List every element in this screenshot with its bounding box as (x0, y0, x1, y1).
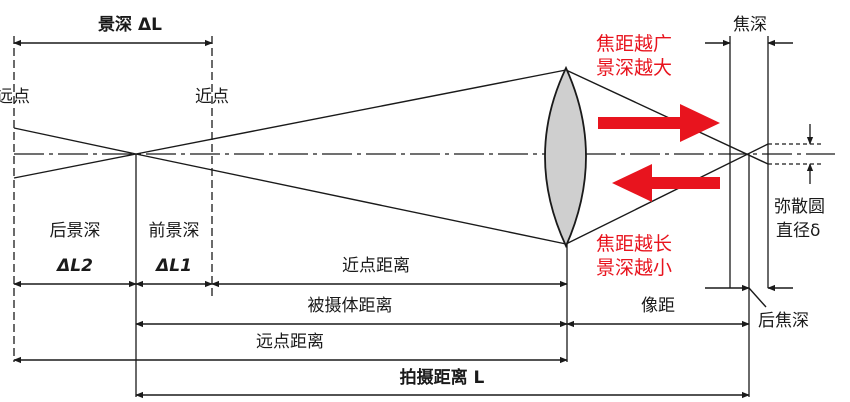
rear-dof-label: 后景深 (50, 221, 101, 241)
near-point-label: 近点 (195, 87, 229, 107)
focal-depth-label: 焦深 (733, 15, 767, 35)
focus-wider-label-2: 景深越大 (596, 57, 672, 79)
object-distance-label: 被摄体距离 (308, 296, 393, 316)
red-arrow-right (598, 104, 720, 142)
dimension-lines (13, 39, 793, 399)
focus-longer-label-2: 景深越小 (596, 257, 672, 279)
coc-label-2: 直径δ (776, 221, 820, 241)
rear-focal-depth-label: 后焦深 (758, 311, 809, 331)
near-distance-label: 近点距离 (342, 256, 410, 276)
rear-dof-symbol: ΔL2 (55, 256, 93, 276)
front-dof-label: 前景深 (149, 221, 200, 241)
far-distance-label: 远点距离 (256, 332, 324, 352)
far-point-label: 远点 (0, 87, 30, 107)
dof-label: 景深 ΔL (98, 14, 162, 35)
front-dof-symbol: ΔL1 (154, 256, 192, 276)
lens (544, 65, 587, 249)
focus-longer-label-1: 焦距越长 (596, 233, 672, 255)
shooting-distance-label: 拍摄距离 L (400, 367, 485, 388)
light-rays (13, 69, 769, 245)
red-arrow-left (612, 164, 720, 202)
rear-focal-leader (748, 287, 767, 308)
image-distance-label: 像距 (641, 296, 675, 316)
coc-label-1: 弥散圆 (774, 197, 825, 217)
focus-wider-label-1: 焦距越广 (596, 33, 672, 55)
